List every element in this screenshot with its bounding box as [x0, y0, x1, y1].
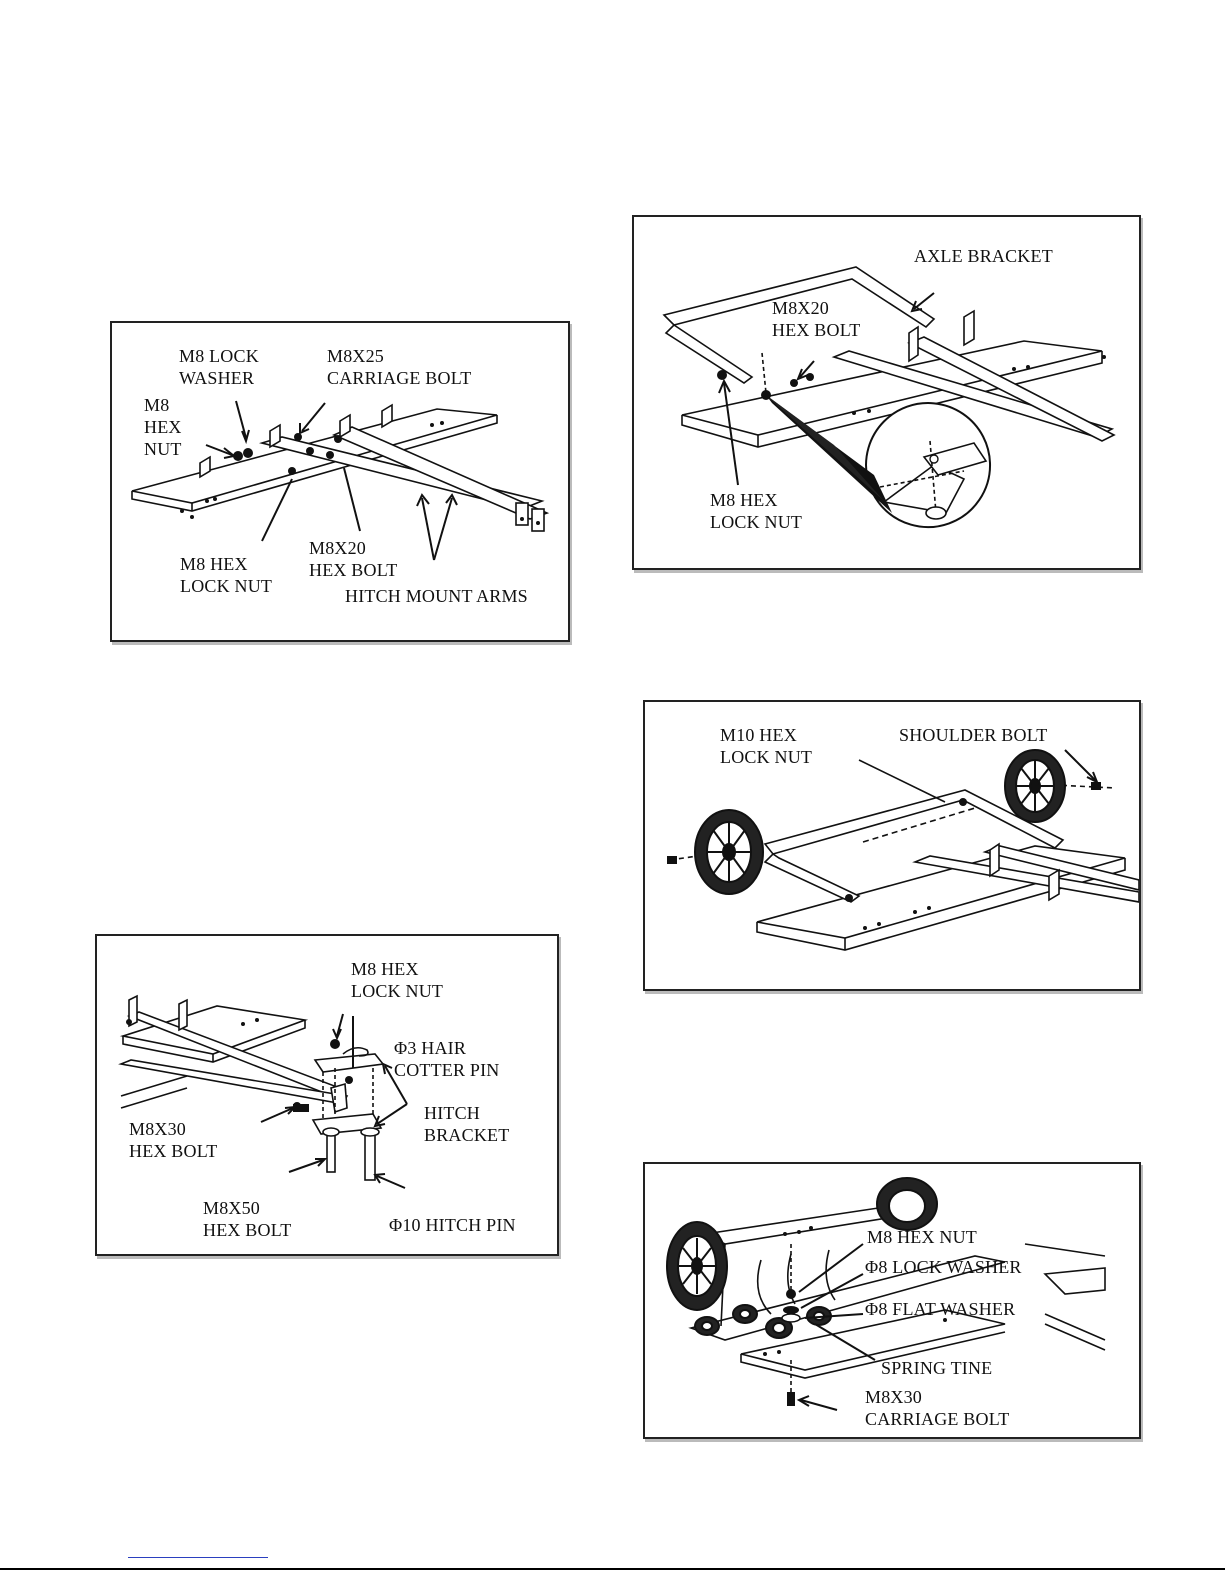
label-m8-hex-lock-nut: M8 HEX LOCK NUT: [180, 554, 273, 596]
label-spring-tine: SPRING TINE: [881, 1358, 993, 1378]
footer-link-underline: [128, 1557, 268, 1558]
label-hitch-pin: Φ10 HITCH PIN: [389, 1215, 516, 1235]
figure-hitch-mount: M8 LOCK WASHER M8X25 CARRIAGE BOLT M8 HE…: [110, 321, 570, 642]
figure-wheels: M10 HEX LOCK NUT SHOULDER BOLT: [643, 700, 1141, 991]
label-m8x30-carriage-bolt: M8X30 CARRIAGE BOLT: [865, 1387, 1010, 1429]
hitch-bracket-drawing: [118, 994, 408, 1189]
label-m8-hex-lock-nut: M8 HEX LOCK NUT: [351, 959, 444, 1001]
label-m8-lock-washer: M8 LOCK WASHER: [179, 346, 259, 388]
label-m8x20-hex-bolt: M8X20 HEX BOLT: [309, 538, 398, 580]
hitch-mount-drawing: [131, 400, 550, 561]
wheels-drawing: [667, 749, 1139, 951]
label-m10-hex-lock-nut: M10 HEX LOCK NUT: [720, 725, 813, 767]
label-hitch-mount-arms: HITCH MOUNT ARMS: [345, 586, 528, 606]
label-m8x50-hex-bolt: M8X50 HEX BOLT: [203, 1198, 292, 1240]
label-m8-hex-nut: M8 HEX NUT: [867, 1227, 977, 1247]
label-m8x20-hex-bolt: M8X20 HEX BOLT: [772, 298, 861, 340]
label-axle-bracket: AXLE BRACKET: [914, 246, 1053, 266]
figure-spring-tine: M8 HEX NUT Φ8 LOCK WASHER Φ8 FLAT WASHER…: [643, 1162, 1141, 1439]
figure-hitch-bracket: M8 HEX LOCK NUT Φ3 HAIR COTTER PIN HITCH…: [95, 934, 559, 1256]
label-m8-hex-nut: M8 HEX NUT: [144, 395, 182, 459]
label-lock-washer: Φ8 LOCK WASHER: [865, 1257, 1022, 1277]
label-m8x25-carriage-bolt: M8X25 CARRIAGE BOLT: [327, 346, 472, 388]
label-shoulder-bolt: SHOULDER BOLT: [899, 725, 1048, 745]
figure-axle-bracket: AXLE BRACKET M8X20 HEX BOLT M8 HEX LOCK …: [632, 215, 1141, 570]
spring-tine-drawing: [666, 1177, 1106, 1411]
label-hitch-bracket: HITCH BRACKET: [424, 1103, 510, 1145]
label-flat-washer: Φ8 FLAT WASHER: [865, 1299, 1016, 1319]
label-hair-cotter-pin: Φ3 HAIR COTTER PIN: [394, 1038, 500, 1080]
label-m8x30-hex-bolt: M8X30 HEX BOLT: [129, 1119, 218, 1161]
label-m8-hex-lock-nut: M8 HEX LOCK NUT: [710, 490, 803, 532]
axle-bracket-drawing: [662, 266, 1116, 529]
footer-rule: [0, 1568, 1225, 1570]
